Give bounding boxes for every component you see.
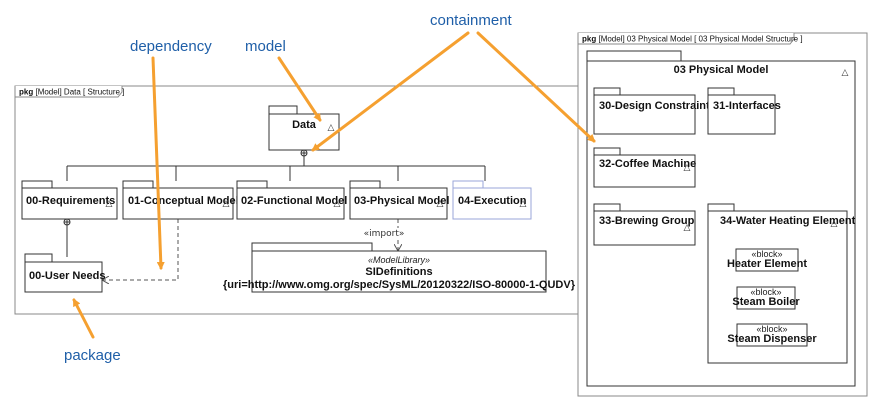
package-conceptual-model[interactable]: 01-Conceptual Model △ xyxy=(122,180,239,220)
package-user-needs[interactable]: 00-User Needs xyxy=(24,253,105,293)
model-icon: △ xyxy=(684,163,691,173)
block-steam-dispenser[interactable]: «block» Steam Dispenser xyxy=(727,323,817,347)
containment-tree xyxy=(66,150,486,257)
left-frame-title: [Model] Data [ Structure ] xyxy=(35,88,124,97)
package-execution-label: 04-Execution xyxy=(458,195,527,207)
package-coffee-machine[interactable]: 32-Coffee Machine △ xyxy=(593,147,696,188)
block-stereotype: «block» xyxy=(751,249,782,259)
model-icon: △ xyxy=(831,219,838,229)
model-icon: △ xyxy=(223,199,230,209)
import-label: «import» xyxy=(364,229,405,239)
right-frame-title: [Model] 03 Physical Model [ 03 Physical … xyxy=(598,35,802,44)
package-brewing-group[interactable]: 33-Brewing Group △ xyxy=(593,203,696,246)
package-physical-label: 03-Physical Model xyxy=(354,195,449,207)
right-frame-kind: pkg xyxy=(582,35,596,44)
callout-containment: containment xyxy=(430,12,513,29)
left-frame-kind: pkg xyxy=(19,88,33,97)
package-physical-model[interactable]: 03-Physical Model △ xyxy=(349,180,449,220)
model-library-name: SIDefinitions xyxy=(365,266,432,278)
package-03-label: 03 Physical Model xyxy=(674,64,769,76)
package-data[interactable]: Data △ xyxy=(268,105,340,151)
svg-text:pkg [Model] Data [ Structure ]: pkg [Model] Data [ Structure ] xyxy=(19,88,124,97)
package-coffee-label: 32-Coffee Machine xyxy=(599,158,696,170)
package-data-label: Data xyxy=(292,119,317,131)
package-requirements-label: 00-Requirements xyxy=(26,195,115,207)
block-dispenser-label: Steam Dispenser xyxy=(727,333,817,345)
block-steam-boiler[interactable]: «block» Steam Boiler xyxy=(732,286,800,310)
callout-package: package xyxy=(64,347,121,364)
model-library-stereotype: «ModelLibrary» xyxy=(368,255,430,265)
package-conceptual-label: 01-Conceptual Model xyxy=(128,195,239,207)
package-functional-label: 02-Functional Model xyxy=(241,195,347,207)
package-user-needs-label: 00-User Needs xyxy=(29,270,105,282)
block-heater-label: Heater Element xyxy=(727,258,807,270)
package-brewing-label: 33-Brewing Group xyxy=(599,215,695,227)
block-stereotype: «block» xyxy=(750,287,781,297)
callout-arrows xyxy=(72,31,596,339)
package-requirements[interactable]: 00-Requirements △ xyxy=(21,180,118,220)
block-stereotype: «block» xyxy=(756,324,787,334)
block-heater-element[interactable]: «block» Heater Element xyxy=(727,248,807,272)
callout-dependency: dependency xyxy=(130,38,212,55)
model-icon: △ xyxy=(106,199,113,209)
model-icon: △ xyxy=(437,199,444,209)
package-interfaces-label: 31-Interfaces xyxy=(713,100,781,112)
package-interfaces[interactable]: 31-Interfaces xyxy=(707,87,781,135)
model-icon: △ xyxy=(334,199,341,209)
model-icon: △ xyxy=(684,223,691,233)
svg-text:pkg [Model] 03 Physical Model: pkg [Model] 03 Physical Model [ 03 Physi… xyxy=(582,35,803,44)
block-boiler-label: Steam Boiler xyxy=(732,296,800,308)
package-si-definitions[interactable]: «ModelLibrary» SIDefinitions {uri=http:/… xyxy=(223,242,576,293)
package-design-label: 30-Design Constraints xyxy=(599,100,716,112)
package-execution[interactable]: 04-Execution △ xyxy=(452,180,532,220)
package-water-label: 34-Water Heating Element xyxy=(720,215,856,227)
callout-model: model xyxy=(245,38,286,55)
model-icon: △ xyxy=(520,199,527,209)
model-icon: △ xyxy=(842,68,849,78)
model-icon: △ xyxy=(328,123,335,133)
package-functional-model[interactable]: 02-Functional Model △ xyxy=(236,180,347,220)
package-design-constraints[interactable]: 30-Design Constraints xyxy=(593,87,716,135)
model-library-uri: {uri=http://www.omg.org/spec/SysML/20120… xyxy=(223,279,576,291)
